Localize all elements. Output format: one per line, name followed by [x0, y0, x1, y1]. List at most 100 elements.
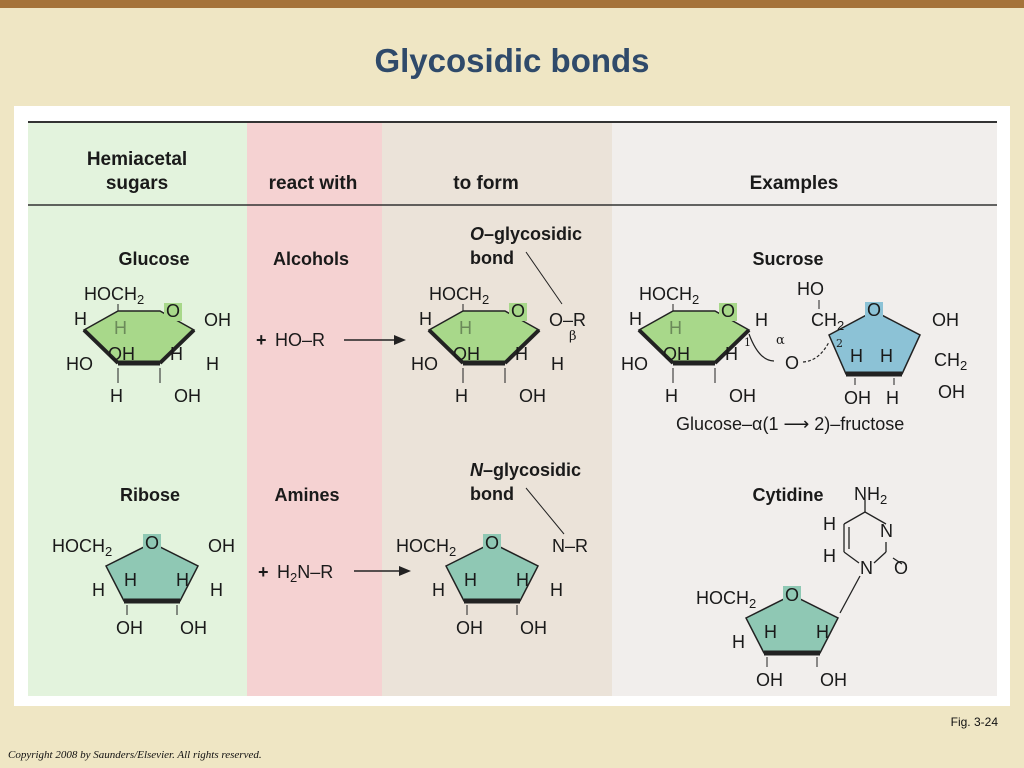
svg-text:O: O: [867, 300, 881, 320]
svg-text:OH: OH: [820, 670, 847, 690]
svg-text:HO: HO: [621, 354, 648, 374]
reagent-hor: HO–R: [275, 330, 325, 350]
svg-text:OH: OH: [208, 536, 235, 556]
svg-text:H: H: [669, 318, 682, 338]
column-react-bg: [247, 122, 382, 696]
svg-text:OH: OH: [663, 344, 690, 364]
svg-text:O: O: [145, 533, 159, 553]
label-ribose: Ribose: [120, 485, 180, 505]
svg-text:OH: OH: [729, 386, 756, 406]
label-sucrose: Sucrose: [752, 249, 823, 269]
svg-text:H: H: [755, 310, 768, 330]
svg-text:HOCH2: HOCH2: [396, 536, 456, 559]
svg-text:CH2: CH2: [934, 350, 967, 373]
svg-text:H: H: [515, 344, 528, 364]
svg-text:α: α: [776, 333, 785, 348]
header-to-form: to form: [453, 173, 518, 194]
svg-text:O: O: [485, 533, 499, 553]
svg-text:HO: HO: [797, 279, 824, 299]
svg-text:HOCH2: HOCH2: [429, 284, 489, 307]
svg-text:OH: OH: [116, 618, 143, 638]
svg-text:OH: OH: [756, 670, 783, 690]
svg-text:1: 1: [744, 336, 751, 349]
svg-text:O: O: [785, 353, 799, 373]
svg-text:HOCH2: HOCH2: [84, 284, 144, 307]
svg-text:H: H: [455, 386, 468, 406]
svg-text:CH2: CH2: [811, 310, 844, 333]
svg-text:OH: OH: [180, 618, 207, 638]
top-accent-bar: [0, 0, 1024, 8]
svg-text:HO: HO: [411, 354, 438, 374]
copyright-notice: Copyright 2008 by Saunders/Elsevier. All…: [8, 749, 262, 761]
svg-text:H: H: [816, 622, 829, 642]
svg-text:H: H: [551, 354, 564, 374]
svg-text:O: O: [785, 585, 799, 605]
header-hemiacetal-line1: Hemiacetal: [87, 149, 187, 170]
svg-text:H: H: [419, 309, 432, 329]
slide-title: Glycosidic bonds: [374, 42, 650, 79]
cytosine-base: NH2 H N H N O: [823, 484, 908, 578]
svg-text:OH: OH: [456, 618, 483, 638]
svg-text:H: H: [880, 346, 893, 366]
ribose-structure: O HOCH2 OH H H H H OH OH: [52, 533, 235, 638]
label-glucose: Glucose: [118, 249, 189, 269]
svg-text:OH: OH: [844, 388, 871, 408]
svg-text:H: H: [886, 388, 899, 408]
svg-text:H: H: [732, 632, 745, 652]
label-o-glycosidic-bond: bond: [470, 248, 514, 268]
svg-text:H: H: [516, 570, 529, 590]
svg-text:O: O: [511, 301, 525, 321]
label-cytidine: Cytidine: [752, 485, 823, 505]
svg-text:H: H: [823, 546, 836, 566]
n-bond-pointer: [525, 487, 565, 535]
svg-text:H: H: [629, 309, 642, 329]
svg-text:H: H: [124, 570, 137, 590]
svg-text:HOCH2: HOCH2: [639, 284, 699, 307]
column-examples-bg: [612, 122, 997, 696]
svg-text:H: H: [823, 514, 836, 534]
header-react-with: react with: [269, 173, 358, 194]
svg-text:H: H: [850, 346, 863, 366]
svg-text:H: H: [206, 354, 219, 374]
glycosidic-bond-figure: Hemiacetal sugars react with to form Exa…: [28, 121, 997, 696]
svg-text:H: H: [176, 570, 189, 590]
svg-text:β: β: [569, 329, 577, 344]
svg-text:H: H: [459, 318, 472, 338]
svg-text:OH: OH: [519, 386, 546, 406]
svg-text:HOCH2: HOCH2: [696, 588, 756, 611]
svg-text:OH: OH: [108, 344, 135, 364]
svg-text:H: H: [550, 580, 563, 600]
svg-text:H: H: [210, 580, 223, 600]
header-examples: Examples: [750, 173, 839, 194]
n-glycoside-structure: O HOCH2 N–R H H H H OH OH: [396, 533, 588, 638]
svg-text:H: H: [432, 580, 445, 600]
column-form-bg: [382, 122, 612, 696]
label-n-glycosidic: N–glycosidic: [470, 460, 581, 480]
sucrose-glucose-unit: O HOCH2 H H HO OH H H 1 H OH: [621, 284, 768, 406]
o-glycoside-structure: O HOCH2 H H HO OH H O–R β H H OH: [411, 284, 586, 406]
svg-text:OH: OH: [938, 382, 965, 402]
svg-text:HOCH2: HOCH2: [52, 536, 112, 559]
svg-text:N: N: [880, 521, 893, 541]
label-alcohols: Alcohols: [273, 249, 349, 269]
svg-text:O: O: [166, 301, 180, 321]
label-amines: Amines: [274, 485, 339, 505]
svg-text:2: 2: [836, 337, 843, 350]
label-n-glycosidic-bond: bond: [470, 484, 514, 504]
header-hemiacetal-line2: sugars: [106, 173, 168, 194]
cytidine-ribose-unit: O HOCH2 H H H OH OH: [696, 585, 847, 690]
glucose-structure: O HOCH2 H H HO OH H OH H H OH: [66, 284, 231, 406]
svg-text:H: H: [464, 570, 477, 590]
sucrose-caption: Glucose–α(1 ⟶ 2)–fructose: [676, 414, 904, 434]
svg-text:HO: HO: [66, 354, 93, 374]
svg-text:O: O: [721, 301, 735, 321]
svg-text:OH: OH: [453, 344, 480, 364]
svg-text:H: H: [92, 580, 105, 600]
o-bond-pointer: [525, 251, 563, 305]
svg-text:H: H: [725, 344, 738, 364]
svg-text:O–R: O–R: [549, 310, 586, 330]
svg-text:O: O: [894, 558, 908, 578]
svg-text:H: H: [110, 386, 123, 406]
svg-text:H: H: [170, 344, 183, 364]
svg-text:OH: OH: [204, 310, 231, 330]
